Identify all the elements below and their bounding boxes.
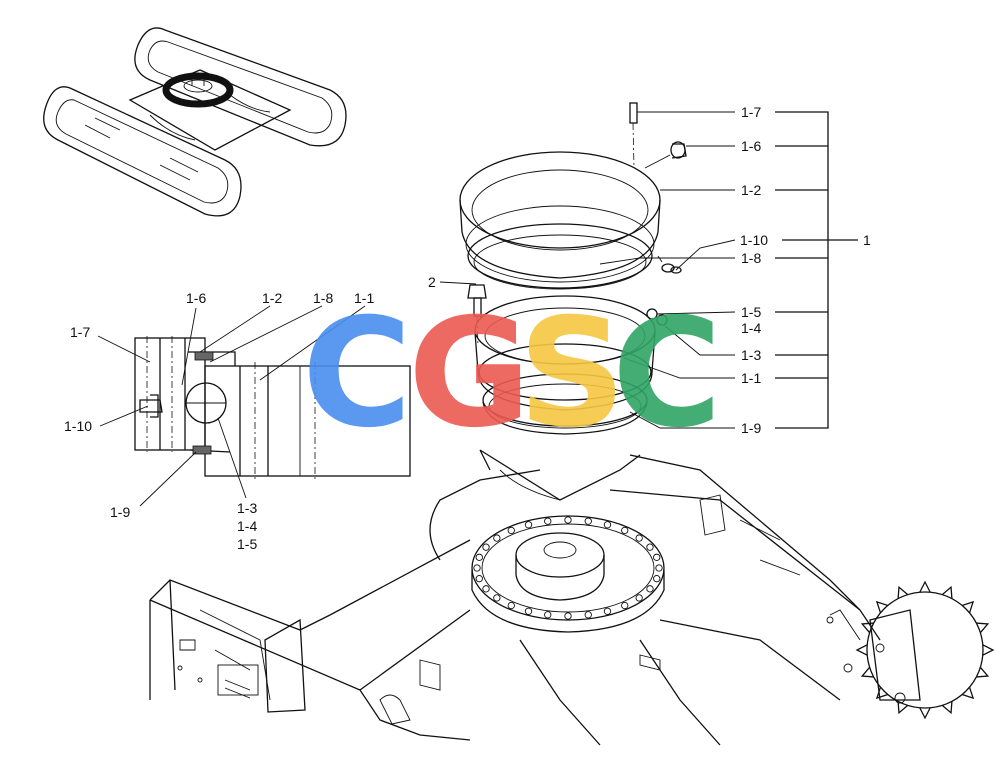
right-callouts: 1-7 1-6 1-2 1-10 1 1-8 2 1-5 1-4 1-3 1-1… — [428, 104, 871, 436]
sprocket-tooth — [919, 707, 931, 720]
drive-sprocket-part — [855, 580, 995, 720]
callout-1-8: 1-8 — [741, 250, 761, 266]
section-callout-1-6: 1-6 — [186, 290, 206, 306]
flange-bolt-hole — [646, 543, 654, 551]
section-callout-1-10: 1-10 — [64, 418, 92, 434]
upper-frame-assembly — [149, 449, 995, 746]
flange-bolt-hole — [524, 521, 533, 529]
callout-1-5: 1-5 — [741, 304, 761, 320]
flange-bolt-hole — [544, 611, 552, 619]
section-callout-1-2: 1-2 — [262, 290, 282, 306]
callout-1-3: 1-3 — [741, 347, 761, 363]
flange-bolt-hole — [564, 516, 572, 524]
sprocket-tooth — [919, 580, 931, 593]
sprocket-tooth — [897, 585, 909, 599]
flange-bolt-hole — [621, 526, 629, 535]
flange-bolt-hole — [482, 543, 490, 551]
flange-bolt-hole — [475, 553, 483, 561]
flange-bolt-hole — [493, 534, 501, 542]
callout-1-6: 1-6 — [741, 138, 761, 154]
section-callout-1-9: 1-9 — [110, 504, 130, 520]
sprocket-tooth — [897, 701, 909, 715]
right-leader-lines — [439, 111, 858, 429]
watermark-letter-c1: C — [302, 287, 412, 461]
flange-bolt-hole — [475, 575, 483, 583]
callout-1-10: 1-10 — [740, 232, 768, 248]
flange-bolt-hole — [653, 575, 661, 583]
section-callout-1-3: 1-3 — [237, 500, 257, 516]
bolt-part — [467, 284, 487, 346]
flange-bolt-hole — [524, 607, 533, 615]
sprocket-tooth — [976, 666, 990, 678]
cross-section-view — [134, 336, 411, 480]
sprocket-tooth — [941, 585, 953, 599]
flange-bolt-hole — [507, 526, 515, 535]
callout-1-9: 1-9 — [741, 420, 761, 436]
watermark-letter-c2: C — [612, 287, 722, 461]
section-callout-1-5: 1-5 — [237, 536, 257, 552]
callout-assembly-1: 1 — [863, 232, 871, 248]
watermark-letter-g: G — [408, 287, 531, 461]
sprocket-tooth — [976, 622, 990, 634]
section-callout-1-8: 1-8 — [313, 290, 333, 306]
flange-bolt-hole — [544, 517, 552, 525]
sprocket-tooth — [855, 644, 868, 656]
pin-part — [629, 102, 638, 124]
section-leader-lines — [97, 305, 366, 507]
flange-bolt-hole — [482, 585, 490, 593]
section-callout-1-7: 1-7 — [70, 324, 90, 340]
sprocket-tooth — [860, 666, 874, 678]
seal-part — [482, 373, 648, 435]
flange-bolt-hole — [655, 564, 663, 572]
flange-bolt-hole — [621, 601, 629, 610]
callout-1-2: 1-2 — [741, 182, 761, 198]
sprocket-tooth — [961, 686, 975, 700]
undercarriage-thumbnail — [43, 27, 347, 217]
watermark-logo: C G S C — [302, 287, 722, 461]
flange-bolt-holes — [473, 516, 663, 620]
flange-bolt-hole — [635, 594, 643, 602]
bushing-part — [644, 141, 687, 169]
section-callout-1-4: 1-4 — [237, 518, 257, 534]
sprocket-tooth — [961, 600, 975, 614]
sprocket-tooth — [982, 644, 995, 656]
flange-bolt-hole — [635, 534, 643, 542]
flange-bolt-hole — [646, 585, 654, 593]
flange-bolt-hole — [603, 521, 612, 529]
callout-1-7: 1-7 — [741, 104, 761, 120]
flange-bolt-hole — [653, 553, 661, 561]
grease-fitting-part — [657, 255, 682, 274]
section-callouts: 1-6 1-2 1-8 1-1 1-7 1-10 1-9 1-3 1-4 1-5 — [64, 290, 374, 552]
sprocket-tooth — [875, 600, 889, 614]
sprocket-tooth — [941, 701, 953, 715]
exploded-slewing-ring — [459, 102, 687, 435]
flange-bolt-hole — [584, 517, 592, 525]
inner-race-gear-part — [474, 295, 656, 411]
flange-bolt-hole — [507, 601, 515, 610]
flange-bolt-hole — [564, 612, 572, 620]
section-callout-1-1: 1-1 — [354, 290, 374, 306]
flange-bolt-hole — [493, 594, 501, 602]
callout-1-4: 1-4 — [741, 320, 761, 336]
flange-bolt-hole — [473, 564, 481, 572]
flange-bolt-hole — [584, 611, 592, 619]
watermark-letter-s: S — [518, 287, 626, 461]
callout-1-1: 1-1 — [741, 370, 761, 386]
outer-race-part — [459, 151, 661, 290]
flange-bolt-hole — [603, 607, 612, 615]
callout-2: 2 — [428, 274, 436, 290]
